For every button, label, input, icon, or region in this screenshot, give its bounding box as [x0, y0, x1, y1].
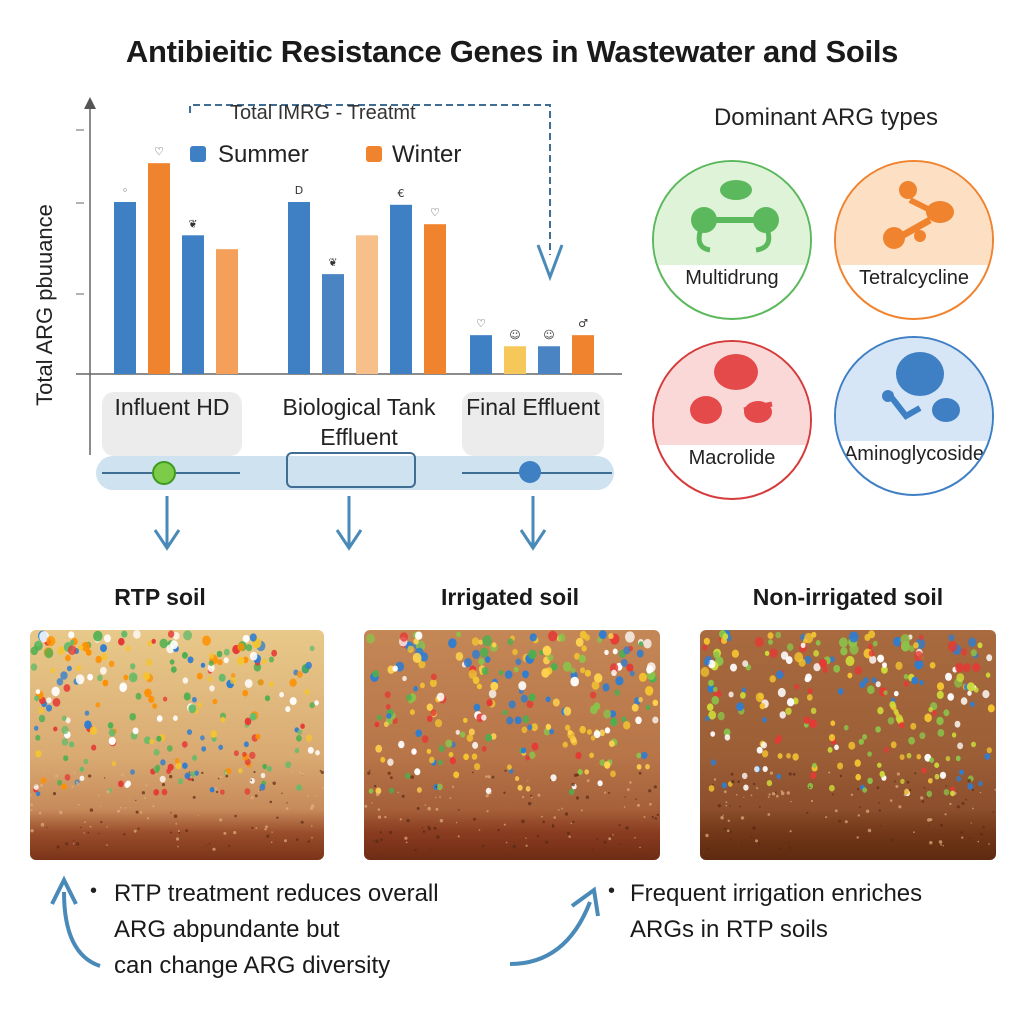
- bar: [216, 249, 238, 374]
- soil-panel-irrigated: [364, 630, 660, 860]
- bar: [470, 335, 492, 374]
- aminoglycoside-molecule-icon: [882, 352, 960, 422]
- soil-panel-non-irrigated: [700, 630, 996, 860]
- bar-mark: ☺: [543, 328, 554, 341]
- bar: [424, 224, 446, 374]
- dominant-types-title: Dominant ARG types: [713, 104, 939, 131]
- treatment-pipeline: [96, 452, 614, 490]
- soil-title-rtp: RTP soil: [114, 584, 206, 610]
- down-arrow-icon: [519, 496, 547, 551]
- bullet-icon: •: [608, 880, 616, 902]
- note-left: RTP treatment reduces overall ARG abpund…: [114, 880, 439, 979]
- category-final: Final Effluent: [462, 392, 604, 456]
- bar-mark: D: [295, 184, 303, 197]
- bar-mark: ❦: [328, 256, 337, 269]
- legend-label-winter: Winter: [392, 141, 461, 168]
- bar: [572, 335, 594, 374]
- category-influent: Influent HD: [102, 392, 242, 456]
- arg-type-multidrug: Multidrung: [652, 160, 812, 320]
- legend-swatch-summer: [190, 146, 206, 162]
- soil-title-irrigated: Irrigated soil: [440, 584, 580, 610]
- bar: [356, 235, 378, 374]
- note-right: Frequent irrigation enriches ARGs in RTP…: [630, 880, 923, 943]
- bar-chart: Total ARG pbuuance Total IMRG - Treatmt …: [32, 97, 622, 455]
- category-biological: Biological Tank Effluent: [282, 394, 436, 450]
- legend-swatch-winter: [366, 146, 382, 162]
- bar: [182, 235, 204, 374]
- bar-mark: ♡: [476, 317, 486, 330]
- bar: [322, 274, 344, 374]
- final-node-icon: [519, 461, 541, 483]
- influent-node-icon: [152, 461, 176, 485]
- down-arrow-icon: [335, 496, 363, 551]
- y-axis-label: Total ARG pbuuance: [32, 204, 57, 406]
- curved-arrow-icon: [50, 875, 101, 968]
- bar-mark: ☺: [509, 328, 520, 341]
- down-arrow-icon: [153, 496, 181, 551]
- bar-mark: ♡: [430, 206, 440, 219]
- bar-group: ◦ ♡ ❦ D ❦ € ♡ ♡ ☺ ☺ ♂: [114, 145, 594, 374]
- bar-mark: ❦: [188, 217, 197, 230]
- soil-particles: [364, 630, 659, 852]
- tank-icon: [286, 452, 416, 488]
- page-title: Antibieitic Resistance Genes in Wastewat…: [125, 34, 899, 69]
- bar: [390, 204, 412, 374]
- arg-type-aminoglycoside: Aminoglycoside: [834, 336, 994, 496]
- arg-type-tetracycline: Tetralcycline: [834, 160, 994, 320]
- curved-arrow-icon: [509, 886, 600, 966]
- arg-type-macrolide: Macrolide: [652, 340, 812, 500]
- bar: [288, 202, 310, 374]
- soil-particles: [30, 630, 324, 851]
- tetracycline-molecule-icon: [883, 181, 954, 249]
- bar-mark: €: [398, 187, 405, 200]
- bar: [114, 202, 136, 374]
- legend-label-summer: Summer: [218, 141, 309, 168]
- bar-mark: ♡: [154, 145, 164, 158]
- bar-mark: ◦: [122, 184, 129, 197]
- soil-particles: [700, 630, 996, 851]
- bar-mark: ♂: [578, 317, 588, 330]
- down-arrow-icon: [536, 244, 564, 282]
- bar: [504, 346, 526, 374]
- multidrug-molecule-icon: [691, 180, 779, 253]
- bullet-icon: •: [90, 880, 98, 902]
- bar: [538, 346, 560, 374]
- soil-panel-rtp: [30, 630, 324, 860]
- treatment-connector: [189, 104, 551, 255]
- macrolide-molecule-icon: [690, 354, 773, 424]
- soil-title-non-irrigated: Non-irrigated soil: [752, 584, 944, 610]
- bar: [148, 163, 170, 374]
- legend-title: Total IMRG - Treatmt: [230, 102, 416, 124]
